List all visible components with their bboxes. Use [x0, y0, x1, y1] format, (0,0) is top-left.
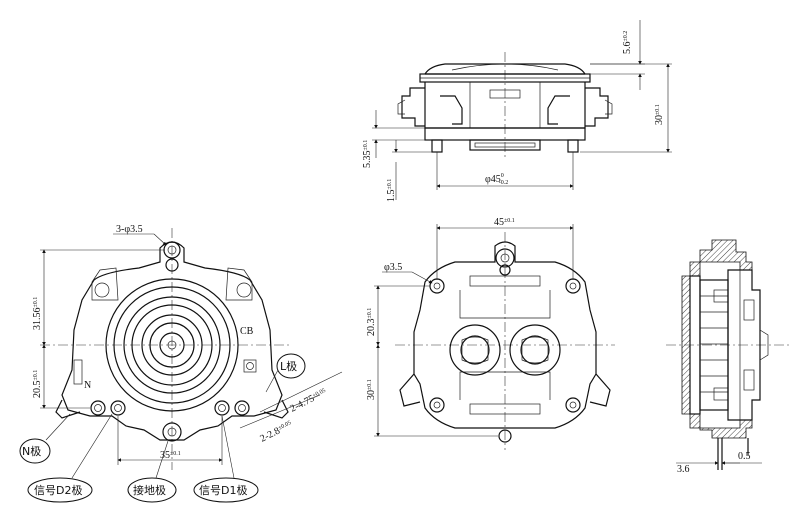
bottom-view: 45±0.1 φ3.5 20.3±0.1 30±0.1: [366, 217, 615, 450]
label-l: L极: [280, 359, 297, 373]
dim-31-56: 31.56±0.1: [32, 297, 43, 330]
label-ground: 接地极: [133, 483, 166, 497]
marking-area: [73, 359, 83, 385]
dim-20-5: 20.5±0.1: [32, 370, 43, 398]
dim-1-5: 1.5±0.1: [386, 179, 397, 202]
dim-45: 45±0.1: [494, 217, 515, 228]
mark-n: N: [84, 380, 91, 391]
dim-30-bottom: 30±0.1: [366, 379, 377, 400]
dim-35: 35±0.1: [160, 450, 181, 461]
label-d2: 信号D2极: [34, 483, 82, 497]
label-n: N极: [22, 444, 41, 458]
dim-5-35: 5.35±0.1: [362, 140, 373, 168]
dim-terminal-475: 2-4.75±0.05: [288, 387, 328, 415]
label-d1: 信号D1极: [199, 483, 247, 497]
dim-20-3: 20.3±0.1: [366, 308, 377, 336]
dim-phi3-5: φ3.5: [384, 262, 402, 273]
front-view: CB N 3-φ3.5 31.56±0.1 20.5±0.1 35±0.1 2-…: [19, 224, 343, 503]
dim-0-5: 0.5: [738, 451, 751, 462]
dim-holes: 3-φ3.5: [116, 224, 143, 235]
dim-phi45: φ450-0.2: [485, 173, 508, 186]
dim-30: 30±0.1: [654, 104, 665, 125]
earth-symbol-icon: [243, 359, 257, 373]
dim-5-6: 5.6±0.2: [622, 31, 633, 54]
top-elevation-view: 5.6±0.2 30±0.1 5.35±0.1 1.5±0.1 φ450-0.2: [362, 20, 672, 202]
mark-cb: CB: [240, 326, 254, 337]
dim-terminal-28: 2-2.8±0.05: [258, 419, 294, 445]
dim-3-6: 3.6: [677, 464, 690, 475]
side-section-view: 3.6 0.5: [666, 239, 789, 475]
